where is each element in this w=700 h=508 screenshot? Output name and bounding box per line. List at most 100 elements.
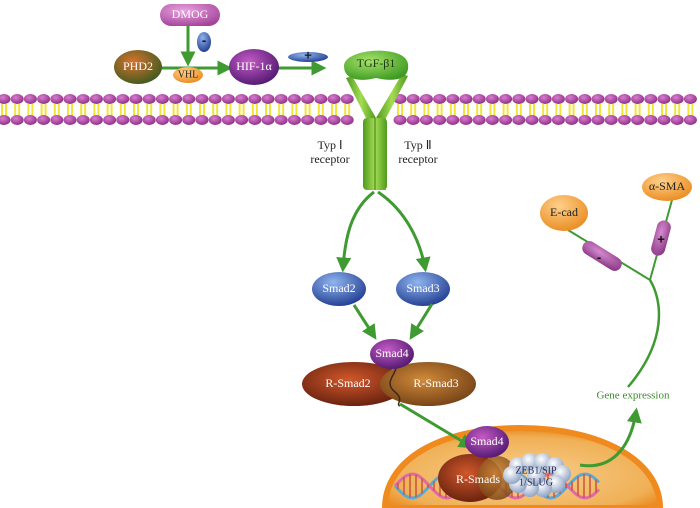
asma-label: α-SMA (649, 179, 686, 193)
lipid (155, 94, 169, 125)
lipid (406, 94, 420, 125)
nucleus-smad4-node: Smad4 (465, 426, 509, 458)
lipid (604, 94, 618, 125)
dmog-node: DMOG (160, 4, 220, 26)
receptor-to-smad2-arrow (336, 190, 375, 273)
vhl-label: VHL (178, 69, 199, 80)
lipid (446, 94, 460, 125)
ecad-label: E-cad (550, 205, 578, 219)
lipid (89, 94, 103, 125)
lipid (129, 94, 143, 125)
receptor-to-smad3-arrow (377, 190, 431, 273)
lipid (340, 94, 354, 125)
asma-activate-regulator: + (651, 220, 671, 256)
lipid (274, 94, 288, 125)
typ2-receptor-label: receptor (398, 152, 437, 166)
typ1-label: Typ Ⅰ (317, 138, 342, 152)
rsmad2-label: R-Smad2 (325, 376, 370, 390)
cloud-bubble (503, 466, 521, 484)
lipid (657, 94, 671, 125)
lipid (116, 94, 130, 125)
lipid (459, 94, 473, 125)
lipid (301, 94, 315, 125)
tgfb1-node: TGF-β1 (344, 50, 409, 80)
lipid (50, 94, 64, 125)
ecad-node: E-cad (540, 195, 588, 231)
zeb1-sip1-slug-node: ZEB1/SIP 1/SLUG (503, 453, 571, 497)
lipid (591, 94, 605, 125)
lipid (565, 94, 579, 125)
lipid (578, 94, 592, 125)
smad2-to-smad4-arrow (352, 304, 377, 340)
phd2-label: PHD2 (123, 59, 153, 73)
hif1a-label: HIF-1α (236, 59, 272, 73)
smad3-label: Smad3 (406, 281, 439, 295)
lipid (235, 94, 249, 125)
smad4-label: Smad4 (375, 346, 408, 360)
nucleus-rsmads-node: R-Smads (438, 454, 517, 502)
lipid (499, 94, 513, 125)
lipid (142, 94, 156, 125)
ecad-inhibit-regulator: - (582, 241, 622, 271)
typ1-receptor-label: receptor (310, 152, 349, 166)
vhl-node: VHL (173, 67, 203, 83)
smad3-to-smad4-arrow (409, 303, 434, 340)
rsmad3-label: R-Smad3 (413, 376, 458, 390)
lipid (248, 94, 262, 125)
lipid (327, 94, 341, 125)
lipid (314, 94, 328, 125)
smad2-node: Smad2 (312, 272, 366, 306)
gene-expression-branch-line (627, 279, 661, 388)
lipid (433, 94, 447, 125)
dmog-inhibit-regulator: - (197, 32, 211, 52)
plus-sign-icon: + (304, 47, 312, 62)
lipid (670, 94, 684, 125)
lipid (63, 94, 77, 125)
tgf-receptor (346, 74, 408, 190)
asma-node: α-SMA (642, 173, 692, 201)
minus-sign-icon: - (202, 32, 206, 47)
hif1a-node: HIF-1α (229, 49, 279, 85)
lipid (287, 94, 301, 125)
zeb-to-gene-expression-arrow (579, 407, 642, 468)
lipid (76, 94, 90, 125)
lipid (472, 94, 486, 125)
cloud-bubble (527, 467, 545, 485)
tgfb1-label: TGF-β1 (357, 56, 396, 70)
lipid (683, 94, 697, 125)
zeb-label-line1: ZEB1/SIP (515, 465, 557, 476)
phd2-node: PHD2 (114, 50, 162, 84)
lipid (485, 94, 499, 125)
lipid (169, 94, 183, 125)
smad4-node: Smad4 (370, 339, 414, 369)
lipid (208, 94, 222, 125)
lipid (617, 94, 631, 125)
hif-activate-regulator: + (288, 47, 328, 62)
lipid (644, 94, 658, 125)
zeb-label-line2: 1/SLUG (519, 477, 553, 488)
lipid (23, 94, 37, 125)
lipid (10, 94, 24, 125)
minus-sign-icon: - (597, 249, 601, 264)
dmog-label: DMOG (172, 7, 209, 21)
smad3-node: Smad3 (396, 272, 450, 306)
rsmad-to-nucleus-arrow (399, 402, 474, 449)
plus-sign-icon: + (657, 231, 665, 246)
lipid (512, 94, 526, 125)
lipid (195, 94, 209, 125)
cloud-bubble (521, 453, 539, 471)
lipid (103, 94, 117, 125)
cell-membrane (0, 94, 697, 125)
lipid (261, 94, 275, 125)
rsmad-complex: R-Smad2 R-Smad3 (302, 361, 476, 407)
lipid (37, 94, 51, 125)
lipid (419, 94, 433, 125)
lipid (0, 94, 11, 125)
gene-expression-label: Gene expression (596, 390, 670, 402)
lipid (221, 94, 235, 125)
lipid (525, 94, 539, 125)
lipid (182, 94, 196, 125)
nucleus-smad4-label: Smad4 (470, 434, 503, 448)
lipid (538, 94, 552, 125)
